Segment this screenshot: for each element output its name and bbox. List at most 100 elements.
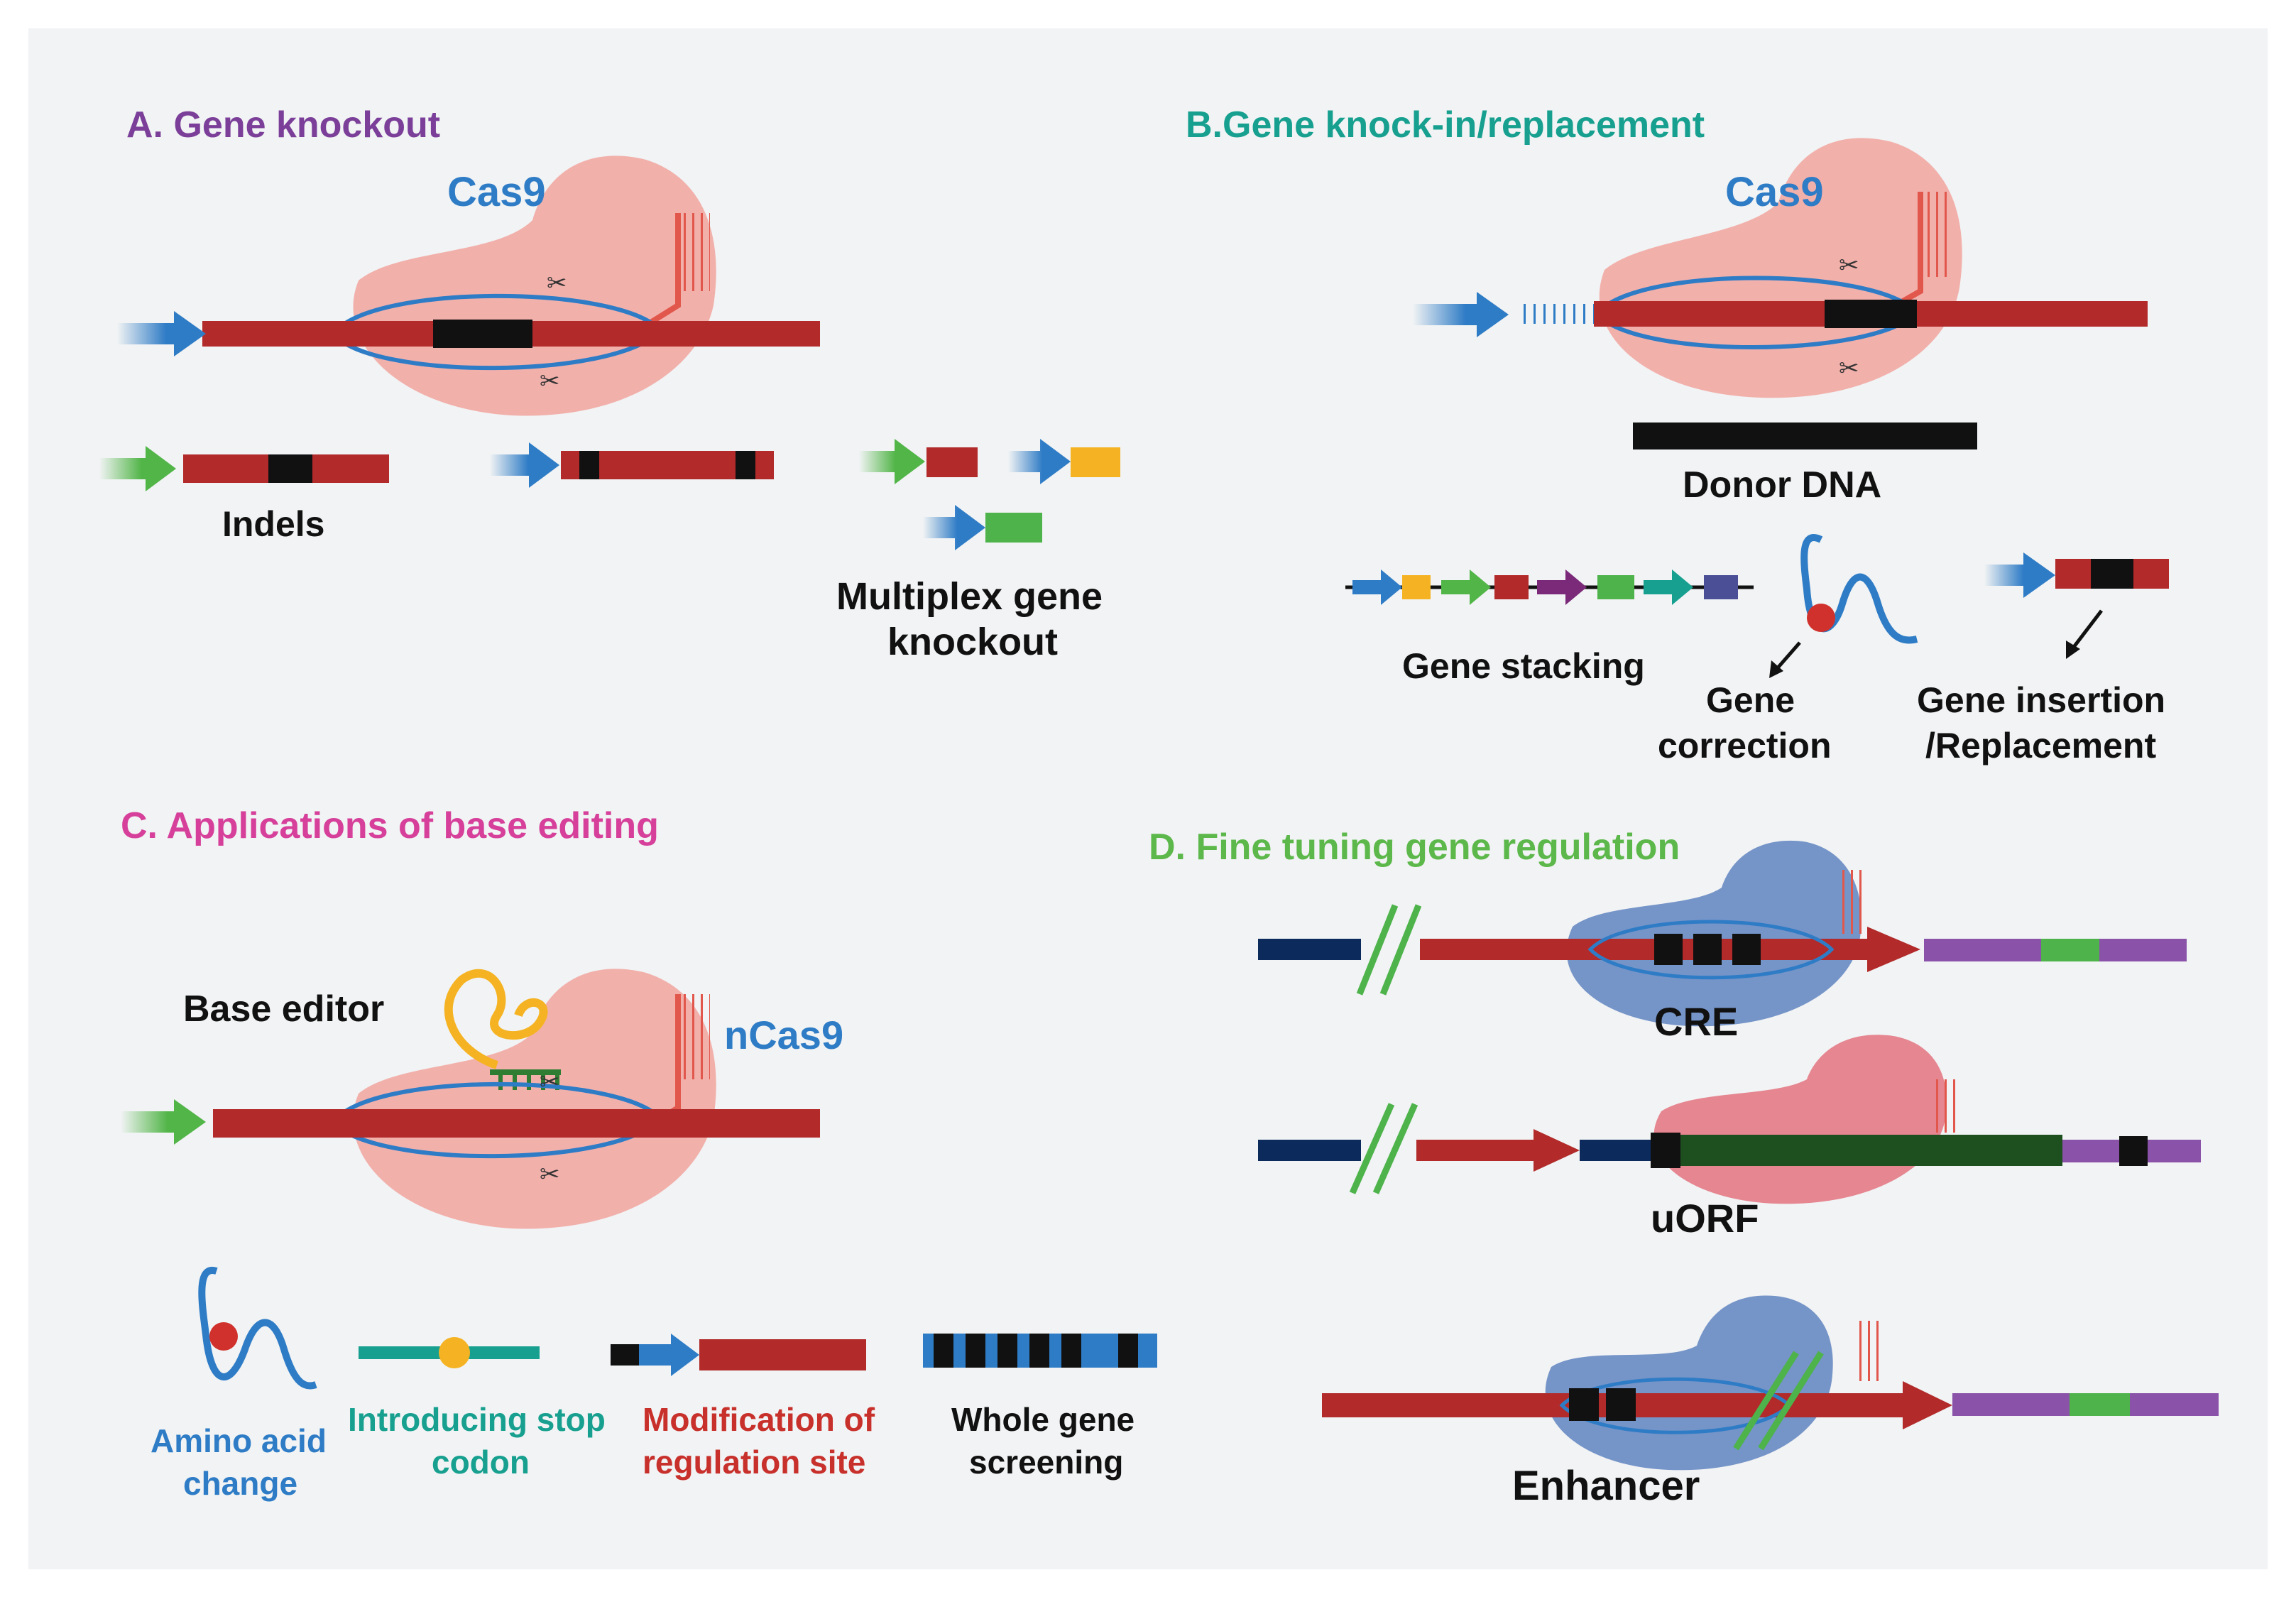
sgrna-a [647,213,681,326]
panel-b: B.Gene knock-in/replacement Cas9 ✂ ✂ Don… [1186,104,2169,765]
panel-c-title: C. Applications of base editing [121,805,659,846]
sgrna-ticks-cre [1839,870,1864,934]
reg-site-line1: Modification of [643,1401,875,1438]
uorf-mark-1 [1651,1133,1680,1168]
mutation-dot-c [209,1322,238,1351]
donor-dna-label: Donor DNA [1683,464,1881,506]
ncas9-label: nCas9 [724,1013,843,1057]
multiplex-gene-red [926,447,978,477]
dna-black-segment-b [1825,300,1917,328]
enhancer-arrowhead [1903,1381,1952,1429]
break-marks-uorf [1349,1103,1418,1194]
dna-strand-c [213,1109,820,1138]
correction-pointer [1773,641,1801,672]
panel-a: A. Gene knockout Cas9 ✂ ✂ Indels Multipl… [99,104,1120,663]
purple-segment-enhancer-1 [1952,1393,2070,1416]
purple-segment-enhancer-2 [2130,1393,2219,1416]
panel-b-title: B.Gene knock-in/replacement [1186,104,1705,146]
amino-acid-line1: Amino acid [151,1422,327,1459]
stack-gene-orange [1402,575,1431,599]
stop-codon-dot [439,1337,470,1368]
navy-segment-cre [1258,939,1361,960]
reg-site-line2: regulation site [643,1444,865,1481]
sgrna-ticks-uorf [1935,1079,1957,1133]
scissors-icon: ✂ [540,1161,560,1188]
sgrna-ticks-a [682,213,710,291]
reg-site-gene [699,1339,866,1370]
uorf-label: uORF [1651,1196,1759,1241]
cre-black-marks [1654,934,1761,965]
mutation-dot-b [1807,604,1835,632]
scissors-icon: ✂ [547,270,567,297]
green-segment-enhancer [2070,1393,2130,1416]
blue-arrow-insertion [1984,552,2055,598]
scissors-icon: ✂ [540,1069,560,1096]
sgrna-ticks-c [682,994,710,1079]
gene-insertion-line1: Gene insertion [1917,680,2165,720]
panel-d-title: D. Fine tuning gene regulation [1149,827,1680,868]
stack-arrow-blue [1352,569,1402,605]
green-arrow-indels [99,446,176,491]
stack-arrow-green [1441,569,1491,605]
protein-squiggle-c [198,1266,317,1390]
stack-gene-green [1597,575,1634,599]
dna-black-segment-a [433,320,532,348]
navy-segment-uorf-2 [1580,1140,1651,1161]
amino-acid-line2: change [183,1465,297,1502]
gene-stacking-label: Gene stacking [1402,646,1645,686]
sgrna-ticks-enhancer [1857,1321,1881,1381]
homology-arm-ticks [1519,304,1594,324]
indels-label: Indels [222,504,324,544]
protein-squiggle-b [1800,534,1918,644]
blue-arrow-multiplex-1 [1008,439,1071,484]
multiplex-label-line2: knockout [887,621,1058,663]
multiplex-gene-green [985,513,1042,543]
gene-insertion-line2: /Replacement [1925,726,2156,765]
scissors-icon: ✂ [1839,252,1859,279]
enhancer-mark-2 [1606,1388,1636,1421]
navy-segment-uorf-1 [1258,1140,1361,1161]
cas9-protein-cre [1566,840,1862,1027]
scissors-icon: ✂ [1839,355,1859,382]
stack-arrow-teal [1644,569,1693,605]
arrowhead-icon [1769,660,1783,678]
panel-a-title: A. Gene knockout [126,104,440,146]
green-segment-cre [2041,939,2099,961]
stop-codon-line1: Introducing stop [348,1401,606,1438]
sgrna-ticks-b [1924,192,1950,277]
deaminase-icon [444,969,548,1069]
green-arrow-multiplex [859,439,925,484]
cre-arrowhead [1867,927,1920,972]
red-strand-uorf [1416,1140,1537,1161]
screening-line1: Whole gene [951,1401,1135,1438]
cas9-label-b: Cas9 [1725,169,1824,215]
indel-mark-3 [736,451,755,479]
break-marks-cre [1356,904,1422,996]
multiplex-label-line1: Multiplex gene [836,575,1103,618]
indel-mark-2 [579,451,599,479]
blue-arrow-multiplex-2 [923,505,985,550]
break-marks-enhancer [1733,1351,1824,1451]
gene-correction-line1: Gene [1706,680,1795,720]
screening-line2: screening [969,1444,1123,1481]
purple-segment-cre-1 [1924,939,2041,961]
panel-c: C. Applications of base editing nCas9 Ba… [121,805,1157,1502]
reg-site-arrow [639,1334,699,1376]
stack-gene-indigo [1704,575,1738,599]
stop-codon-line2: codon [432,1444,530,1481]
dark-green-uorf [1651,1135,2062,1166]
donor-dna-bar [1633,423,1977,449]
insertion-mark [2091,559,2133,589]
multiplex-gene-orange [1071,447,1120,477]
arrowhead-icon [2066,641,2080,659]
red-strand-cre [1420,939,1874,960]
uorf-arrowhead [1534,1129,1580,1172]
reg-site-mark [611,1344,639,1366]
stack-arrow-purple [1537,569,1587,605]
uorf-mark-2 [2119,1136,2148,1166]
cas9-label-a: Cas9 [447,169,546,215]
stack-gene-red [1494,575,1529,599]
base-editor-label: Base editor [183,988,384,1030]
purple-segment-cre-2 [2099,939,2187,961]
